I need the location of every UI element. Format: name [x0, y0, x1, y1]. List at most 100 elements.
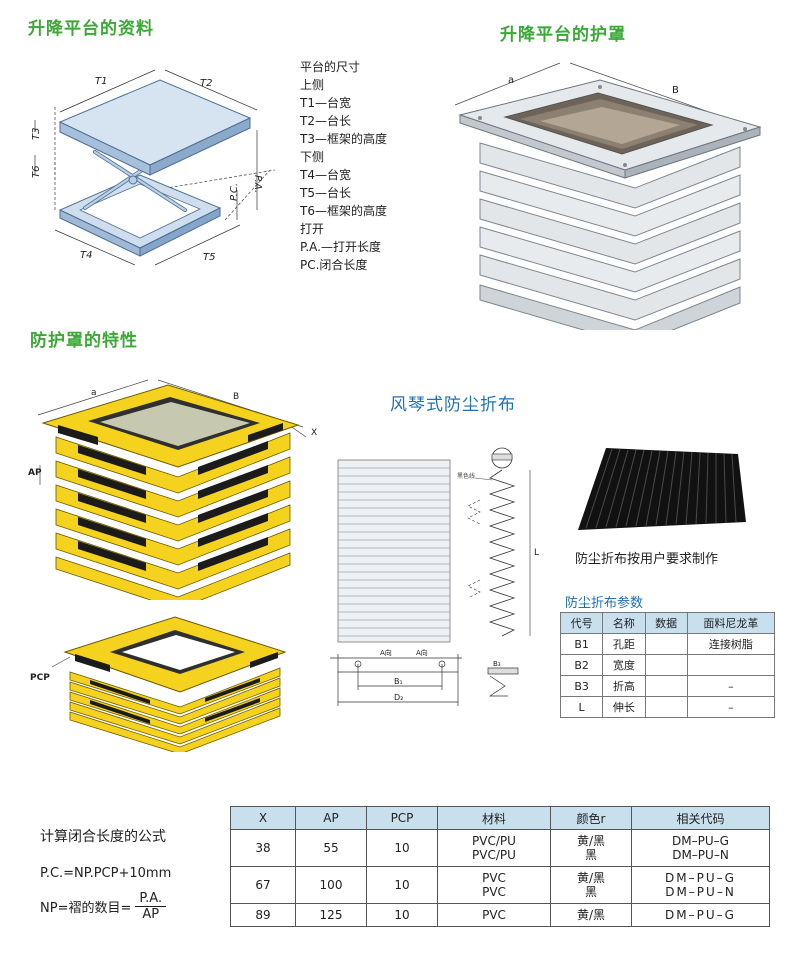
- table-cell: [686, 654, 776, 676]
- feature-ap-label: AP: [28, 468, 42, 478]
- table-cell: 伸长: [602, 696, 646, 718]
- drawing-l-label: L: [534, 548, 539, 558]
- formula-line1: P.C.=NP.PCP+10mm: [40, 866, 172, 881]
- dim-t1-label: T1: [95, 76, 107, 87]
- table-cell: B3: [559, 675, 604, 697]
- spec-item: T3—框架的高度: [300, 132, 387, 146]
- feature-b-label: B: [233, 392, 239, 402]
- column-header: 代号: [559, 612, 604, 634]
- cover-features-title: 防护罩的特性: [30, 331, 138, 351]
- column-header: X: [230, 806, 296, 830]
- table-cell: [644, 633, 688, 655]
- table-cell: 10: [366, 829, 438, 867]
- bellows-compressed-diagram: PCP: [30, 616, 287, 752]
- table-cell: 宽度: [602, 654, 646, 676]
- formula-line2-left: NP=褶的数目=: [40, 901, 132, 916]
- lift-cover-diagram: a B: [454, 62, 762, 330]
- accordion-technical-drawing: L 黑色线 A向 A向 B₁ D₂ B₃: [330, 447, 539, 706]
- table-cell: 125: [295, 903, 367, 927]
- table-cell: –: [686, 696, 776, 718]
- column-header: 材料: [437, 806, 551, 830]
- table-header-row: X AP PCP 材料 颜色r 相关代码: [230, 806, 770, 830]
- table-row: B1 孔距 连接树脂: [559, 633, 776, 655]
- table-cell: [644, 696, 688, 718]
- dim-t3-label: T3: [31, 128, 42, 140]
- table-cell: 折高: [602, 675, 646, 697]
- column-header: 颜色r: [550, 806, 632, 830]
- drawing-b3-label: B₃: [493, 660, 501, 668]
- formula-numerator: P.A.: [135, 891, 167, 907]
- table-cell: 连接树脂: [686, 633, 776, 655]
- column-header: PCP: [366, 806, 438, 830]
- formula-fraction: P.A. AP: [135, 891, 167, 922]
- table-header-row: 代号 名称 数据 面料尼龙革: [559, 612, 776, 634]
- dust-params-table: 代号 名称 数据 面料尼龙革 B1 孔距 连接树脂 B2 宽度 B3 折高 – …: [559, 612, 776, 718]
- formula-block: 计算闭合长度的公式 P.C.=NP.PCP+10mm NP=褶的数目= P.A.…: [40, 826, 171, 922]
- dim-t4-label: T4: [80, 250, 92, 261]
- drawing-d2-label: D₂: [394, 693, 403, 702]
- table-cell: 67: [230, 866, 296, 904]
- table-cell: 黄/黑: [550, 903, 632, 927]
- spec-item: 上侧: [300, 78, 325, 92]
- table-cell: 黄/黑黑: [550, 866, 632, 904]
- column-header: 数据: [644, 612, 688, 634]
- base-frame: [58, 174, 222, 257]
- drawing-color-line-label: 黑色线: [457, 472, 475, 480]
- spec-item: T2—台长: [300, 114, 351, 128]
- accordion-title: 风琴式防尘折布: [390, 395, 516, 415]
- table-cell: 10: [366, 903, 438, 927]
- table-row: 89 125 10 PVC 黄/黑 DM–PU–G: [230, 903, 770, 927]
- dim-t5-label: T5: [203, 252, 215, 263]
- table-cell: B2: [559, 654, 604, 676]
- column-header: 名称: [602, 612, 646, 634]
- table-cell: 38: [230, 829, 296, 867]
- dim-t2-label: T2: [200, 78, 212, 89]
- table-cell: 黄/黑黑: [550, 829, 632, 867]
- top-platform: [58, 79, 252, 176]
- column-header: 相关代码: [631, 806, 770, 830]
- spec-item: T5—台长: [300, 186, 351, 200]
- column-header: 面料尼龙革: [686, 612, 776, 634]
- spec-item: 平台的尺寸: [300, 60, 361, 74]
- spec-item: 打开: [300, 222, 325, 236]
- spec-item: P.A.—打开长度: [300, 240, 381, 254]
- table-row: L 伸长 –: [559, 696, 776, 718]
- bellows-expanded-diagram: a B X AP: [28, 379, 317, 600]
- dust-params-title: 防尘折布参数: [565, 596, 644, 611]
- cover-b-label: B: [672, 85, 679, 96]
- spec-item: T4—台宽: [300, 168, 351, 182]
- dim-pa-label: P.A.: [252, 175, 263, 193]
- dust-cloth-caption: 防尘折布按用户要求制作: [575, 552, 719, 567]
- table-cell: 89: [230, 903, 296, 927]
- lift-spec-list: 平台的尺寸 上侧 T1—台宽 T2—台长 T3—框架的高度 下侧 T4—台宽 T…: [300, 58, 387, 274]
- table-cell: –: [686, 675, 776, 697]
- table-cell: [644, 675, 688, 697]
- table-cell: DM–PU–G: [631, 903, 770, 927]
- table-cell: 100: [295, 866, 367, 904]
- table-row: B3 折高 –: [559, 675, 776, 697]
- feature-a-label: a: [91, 388, 97, 398]
- formula-line2: NP=褶的数目= P.A. AP: [40, 891, 171, 922]
- cover-a-label: a: [508, 75, 514, 86]
- lift-info-title: 升降平台的资料: [28, 19, 154, 39]
- table-cell: PVC: [437, 903, 551, 927]
- table-cell: L: [559, 696, 604, 718]
- lift-cover-title: 升降平台的护罩: [500, 25, 626, 45]
- feature-x-label: X: [311, 428, 317, 438]
- dust-cloth-photo: [578, 448, 746, 530]
- column-header: AP: [295, 806, 367, 830]
- drawing-b1-label: B₁: [394, 677, 403, 686]
- feature-pcp-label: PCP: [30, 673, 50, 683]
- formula-denominator: AP: [142, 907, 160, 922]
- table-cell: 孔距: [602, 633, 646, 655]
- spec-item: T1—台宽: [300, 96, 351, 110]
- table-cell: 55: [295, 829, 367, 867]
- lift-platform-diagram: T1 T2 T3 T6 T4 T5 P.A. P.C.: [31, 69, 276, 266]
- table-cell: B1: [559, 633, 604, 655]
